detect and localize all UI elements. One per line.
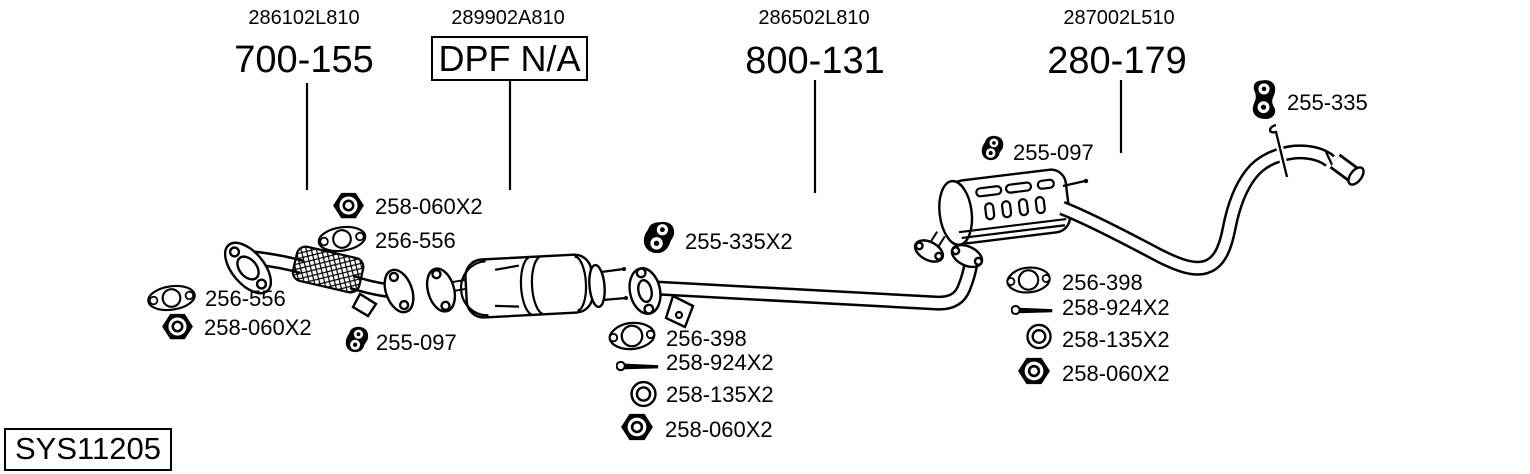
oe-part-number: 287002L510 [1063, 7, 1175, 29]
flange-gasket-icon [144, 283, 199, 313]
sealing-ring-icon [1025, 323, 1053, 350]
diamond-gasket-icon [1001, 265, 1056, 295]
callout-label: 258-135X2 [1062, 327, 1170, 352]
callout-label: 258-135X2 [666, 382, 774, 407]
leader-lines [305, 80, 1123, 193]
front-flex-pipe [223, 241, 415, 318]
dpf-outlet-flange [588, 263, 606, 309]
callout-label: 258-060X2 [1062, 361, 1170, 386]
callout-label: 258-060X2 [375, 194, 483, 219]
nut-icon [620, 412, 654, 442]
rubber-hanger-tall-icon [1251, 79, 1277, 120]
front-pipe-inlet-flange [223, 241, 273, 295]
callout-label: 258-060X2 [204, 315, 312, 340]
callout-label: 258-060X2 [665, 417, 773, 442]
dpf-catalytic-converter [425, 253, 628, 319]
sealing-ring-icon [629, 380, 658, 408]
flange-gasket-icon [315, 224, 369, 254]
oe-part-number: 289902A810 [451, 7, 565, 29]
front-pipe-outlet-flange [383, 268, 415, 314]
rubber-hanger-double-icon [643, 221, 676, 254]
callout-label: 258-924X2 [666, 350, 774, 375]
callout-label: 255-335X2 [685, 229, 793, 254]
dpf-inlet-flange [425, 267, 457, 313]
callout-label: 256-398 [666, 326, 747, 351]
diamond-gasket-icon [605, 320, 659, 352]
bolt-icon [1011, 303, 1055, 317]
muffler-inlet-flange [913, 239, 945, 263]
section-label-front-pipe: 700-155 [234, 39, 374, 81]
nut-icon [1017, 356, 1051, 386]
system-id-badge: SYS11205 [4, 428, 172, 471]
bolt-icon [616, 359, 661, 373]
oe-part-number: 286502L810 [758, 7, 870, 29]
nut-icon [332, 191, 365, 220]
section-label-center-pipe: 800-131 [745, 40, 885, 82]
nut-icon [161, 312, 194, 341]
callout-label: 256-398 [1062, 270, 1143, 295]
callout-label: 256-556 [205, 286, 286, 311]
tail-pipe-hanger-rod [1268, 123, 1289, 178]
section-label-rear-muffler: 280-179 [1047, 40, 1187, 82]
center-pipe [628, 243, 984, 329]
callout-label: 255-097 [376, 330, 457, 355]
rear-muffler [913, 168, 1089, 263]
center-pipe-front-flange [628, 267, 662, 315]
center-pipe-rear-flange [950, 243, 984, 269]
oe-part-number: 286102L810 [248, 7, 360, 29]
rubber-hanger-icon [345, 326, 370, 353]
callout-label: 258-924X2 [1062, 295, 1170, 320]
section-label-dpf: DPF N/A [431, 36, 588, 81]
callout-label: 255-335 [1287, 90, 1368, 115]
tail-pipe [1059, 121, 1365, 276]
rubber-hanger-icon [981, 135, 1005, 161]
callout-label: 256-556 [375, 228, 456, 253]
callout-label: 255-097 [1013, 140, 1094, 165]
